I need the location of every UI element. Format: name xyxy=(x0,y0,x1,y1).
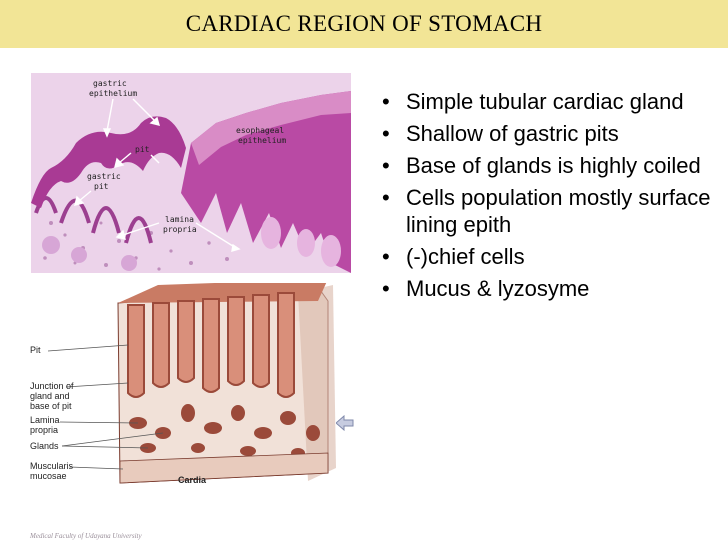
bullet-dot-icon: • xyxy=(382,185,390,210)
bullet-item: •(-)chief cells xyxy=(382,244,525,269)
label-junction: Junction of xyxy=(30,381,74,391)
label-esophageal-epithelium: esophageal xyxy=(236,126,284,135)
bullet-dot-icon: • xyxy=(382,244,390,269)
cardia-diagram: Pit Junction of gland and base of pit La… xyxy=(30,283,336,485)
bullet-item: •Shallow of gastric pits xyxy=(382,121,619,146)
svg-text:propria: propria xyxy=(163,225,197,234)
bullet-dot-icon: • xyxy=(382,121,390,146)
label-lamina-propria-diagram: Lamina xyxy=(30,415,60,425)
bullet-item: •Mucus & lyzosyme xyxy=(382,276,590,301)
bullet-dot-icon: • xyxy=(382,276,390,301)
bullet-item: •Cells population mostly surface lining … xyxy=(382,185,711,237)
svg-text:pit: pit xyxy=(94,182,109,191)
bullet-item: •Base of glands is highly coiled xyxy=(382,153,701,178)
label-gastric-pit: gastric xyxy=(87,172,121,181)
micrograph-image: gastric epithelium esophageal epithelium… xyxy=(31,73,351,273)
label-gastric-epithelium: gastric xyxy=(93,79,127,88)
bullet-list: •Simple tubular cardiac gland •Shallow o… xyxy=(376,88,721,307)
label-cardia: Cardia xyxy=(178,475,207,485)
title-bar: CARDIAC REGION OF STOMACH xyxy=(0,0,728,48)
svg-text:propria: propria xyxy=(30,425,58,435)
label-pit: pit xyxy=(135,145,150,154)
svg-text:gland and: gland and xyxy=(30,391,70,401)
slide-title: CARDIAC REGION OF STOMACH xyxy=(185,11,543,36)
label-lamina-propria: lamina xyxy=(165,215,194,224)
bullet-item: •Simple tubular cardiac gland xyxy=(382,89,684,114)
pointer-arrow-icon xyxy=(336,415,354,431)
label-glands: Glands xyxy=(30,441,59,451)
svg-text:base of pit: base of pit xyxy=(30,401,72,411)
bullet-dot-icon: • xyxy=(382,89,390,114)
label-pit-diagram: Pit xyxy=(30,345,41,355)
label-muscularis: Muscularis xyxy=(30,461,74,471)
svg-text:epithelium: epithelium xyxy=(238,136,286,145)
svg-text:mucosae: mucosae xyxy=(30,471,67,481)
bullet-dot-icon: • xyxy=(382,153,390,178)
footer-credit: Medical Faculty of Udayana University xyxy=(30,532,142,540)
svg-text:epithelium: epithelium xyxy=(89,89,137,98)
